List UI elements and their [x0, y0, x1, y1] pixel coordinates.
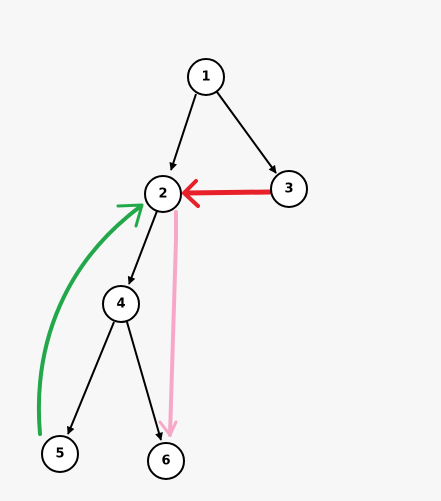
- node-3: 3: [270, 170, 308, 208]
- node-1: 1: [187, 58, 225, 96]
- black-edges: [67, 91, 277, 441]
- node-5: 5: [41, 435, 79, 473]
- node-2: 2: [144, 175, 182, 213]
- red-edge-3-2: [182, 179, 273, 208]
- node-4: 4: [102, 285, 140, 323]
- edge-4-6: [126, 321, 163, 441]
- node-5-label: 5: [55, 447, 64, 462]
- edge-2-4: [127, 210, 158, 285]
- node-3-label: 3: [284, 182, 293, 197]
- node-2-label: 2: [158, 187, 167, 202]
- node-6-label: 6: [161, 454, 170, 469]
- edge-1-2: [169, 93, 197, 171]
- edge-4-5: [67, 321, 115, 435]
- node-6: 6: [147, 442, 185, 480]
- node-4-label: 4: [116, 297, 125, 312]
- pink-edge-2-6: [158, 210, 178, 437]
- edge-1-3: [216, 91, 277, 174]
- node-1-label: 1: [201, 70, 210, 85]
- green-edge-5-2: [36, 203, 144, 436]
